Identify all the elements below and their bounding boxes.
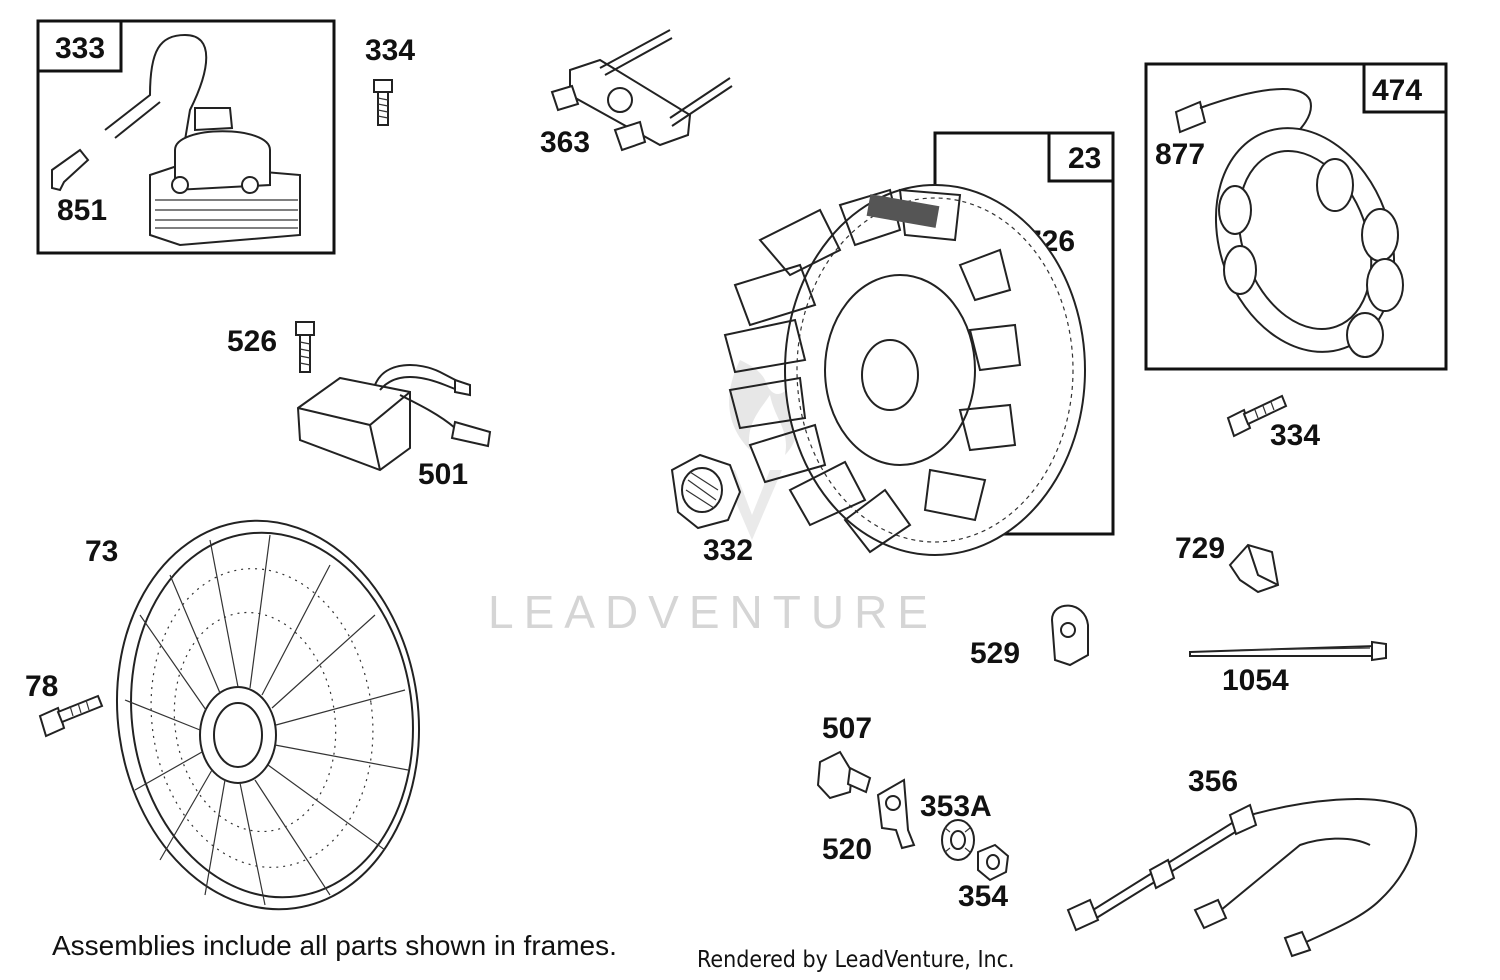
part-label-23: 23 [1068, 142, 1101, 175]
part-label-78: 78 [25, 670, 58, 703]
flywheel-puller-363[interactable]: 363 [540, 29, 733, 159]
rotating-screen-73[interactable]: 73 [85, 501, 444, 929]
grommet-529[interactable]: 529 [970, 604, 1089, 670]
part-label-474: 474 [1372, 74, 1422, 107]
lock-washer-353a[interactable]: 353A [920, 790, 992, 861]
part-label-729: 729 [1175, 532, 1225, 565]
part-label-526: 526 [227, 325, 277, 358]
part-label-507: 507 [822, 712, 872, 745]
part-label-353a: 353A [920, 790, 992, 823]
part-label-73: 73 [85, 535, 118, 568]
wire-harness-356[interactable]: 356 [1066, 765, 1418, 958]
clip-729[interactable]: 729 [1175, 532, 1280, 594]
watermark-text: LEADVENTURE [488, 586, 938, 638]
regulator-501[interactable]: 501 [296, 364, 492, 491]
part-label-520: 520 [822, 833, 872, 866]
part-label-501: 501 [418, 458, 468, 491]
footnote-assemblies: Assemblies include all parts shown in fr… [52, 930, 617, 961]
bolt-334-top[interactable]: 334 [365, 34, 415, 126]
part-label-334-top: 334 [365, 34, 415, 67]
ignition-coil-assembly-frame[interactable]: 333 851 [36, 19, 336, 255]
part-label-333: 333 [55, 32, 105, 65]
terminal-507[interactable]: 507 [816, 712, 872, 800]
flywheel-assembly-frame[interactable]: 23 726 [723, 131, 1115, 556]
part-label-1054: 1054 [1222, 664, 1289, 697]
nut-354[interactable]: 354 [958, 843, 1010, 913]
part-label-851: 851 [57, 194, 107, 227]
part-label-332: 332 [703, 534, 753, 567]
screw-526[interactable]: 526 [227, 321, 315, 373]
bolt-334-right[interactable]: 334 [1226, 394, 1320, 452]
bracket-520[interactable]: 520 [822, 778, 916, 866]
part-label-354: 354 [958, 880, 1008, 913]
part-label-334-right: 334 [1270, 419, 1320, 452]
part-label-529: 529 [970, 637, 1020, 670]
render-credit: Rendered by LeadVenture, Inc. [697, 947, 1015, 973]
part-label-877: 877 [1155, 138, 1205, 171]
part-label-356: 356 [1188, 765, 1238, 798]
alternator-assembly-frame[interactable]: 474 877 [1144, 62, 1448, 377]
cable-tie-1054[interactable]: 1054 [1189, 640, 1387, 697]
bolt-78[interactable]: 78 [25, 670, 104, 738]
part-label-363: 363 [540, 126, 590, 159]
flywheel-nut-332[interactable]: 332 [670, 453, 753, 567]
